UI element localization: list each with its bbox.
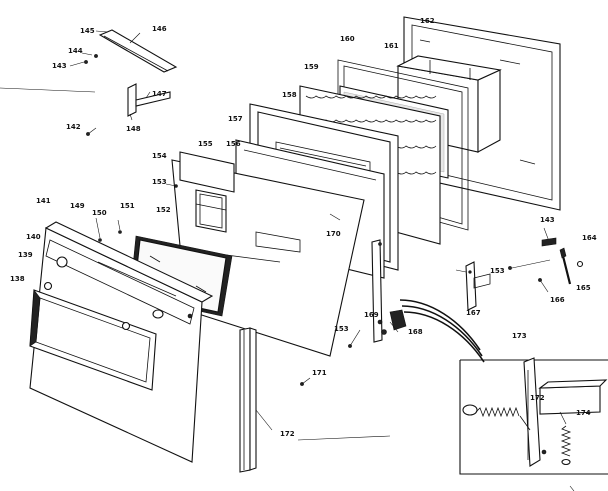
bracket-arm [135, 91, 171, 107]
label-141: 141 [36, 197, 51, 205]
label-168: 168 [408, 328, 423, 336]
hinge-parts-right [508, 227, 584, 293]
label-143b: 143 [540, 216, 555, 224]
front-door-141 [29, 221, 214, 463]
label-151: 151 [120, 202, 135, 210]
detail-leader [399, 299, 481, 351]
label-160: 160 [340, 35, 355, 43]
control-window-154 [179, 151, 235, 193]
hinge-assembly-left [348, 239, 407, 348]
label-159: 159 [304, 63, 319, 71]
label-165: 165 [576, 284, 591, 292]
label-140: 140 [26, 233, 41, 241]
label-167: 167 [466, 309, 481, 317]
label-158: 158 [282, 91, 297, 99]
label-147: 147 [152, 90, 167, 98]
label-173: 173 [512, 332, 527, 340]
label-170: 170 [326, 230, 341, 238]
corner-mark [569, 485, 575, 491]
label-146: 146 [152, 25, 167, 33]
label-164: 164 [582, 234, 597, 242]
label-171: 171 [312, 369, 327, 377]
label-161: 161 [384, 42, 399, 50]
top-trim-assembly [69, 29, 178, 73]
control-knob-right [152, 309, 164, 319]
label-156: 156 [226, 140, 241, 148]
label-172b: 172 [530, 394, 545, 402]
detail-spring [462, 404, 531, 431]
label-153b: 153 [490, 267, 505, 275]
label-166: 166 [550, 296, 565, 304]
label-155: 155 [198, 140, 213, 148]
leader-line-bottom [297, 435, 391, 441]
label-149: 149 [70, 202, 85, 210]
label-145: 145 [80, 27, 95, 35]
label-169: 169 [364, 311, 379, 319]
label-153a: 153 [152, 178, 167, 186]
label-172a: 172 [280, 430, 295, 438]
top-trim-bar [98, 29, 178, 73]
label-157: 157 [228, 115, 243, 123]
detail-coil-174 [560, 425, 572, 466]
callout-labels: 145 146 144 143 147 142 148 160 161 162 … [10, 17, 597, 438]
fasteners [95, 183, 467, 386]
label-150: 150 [92, 209, 107, 217]
leader-line-left [0, 87, 96, 93]
label-154: 154 [152, 152, 167, 160]
label-153c: 153 [334, 325, 349, 333]
label-148: 148 [126, 125, 141, 133]
hinge-bracket-167 [465, 261, 491, 311]
label-152: 152 [156, 206, 171, 214]
label-174: 174 [576, 409, 591, 417]
door-handle-172 [239, 327, 273, 473]
bracket-plate [127, 83, 137, 117]
label-139: 139 [18, 251, 33, 259]
label-162: 162 [420, 17, 435, 25]
label-138: 138 [10, 275, 25, 283]
label-143a: 143 [52, 62, 67, 70]
control-knob-left [56, 256, 68, 268]
label-144: 144 [68, 47, 83, 55]
label-142: 142 [66, 123, 81, 131]
detail-inset [459, 357, 608, 475]
side-bracket [86, 83, 171, 136]
